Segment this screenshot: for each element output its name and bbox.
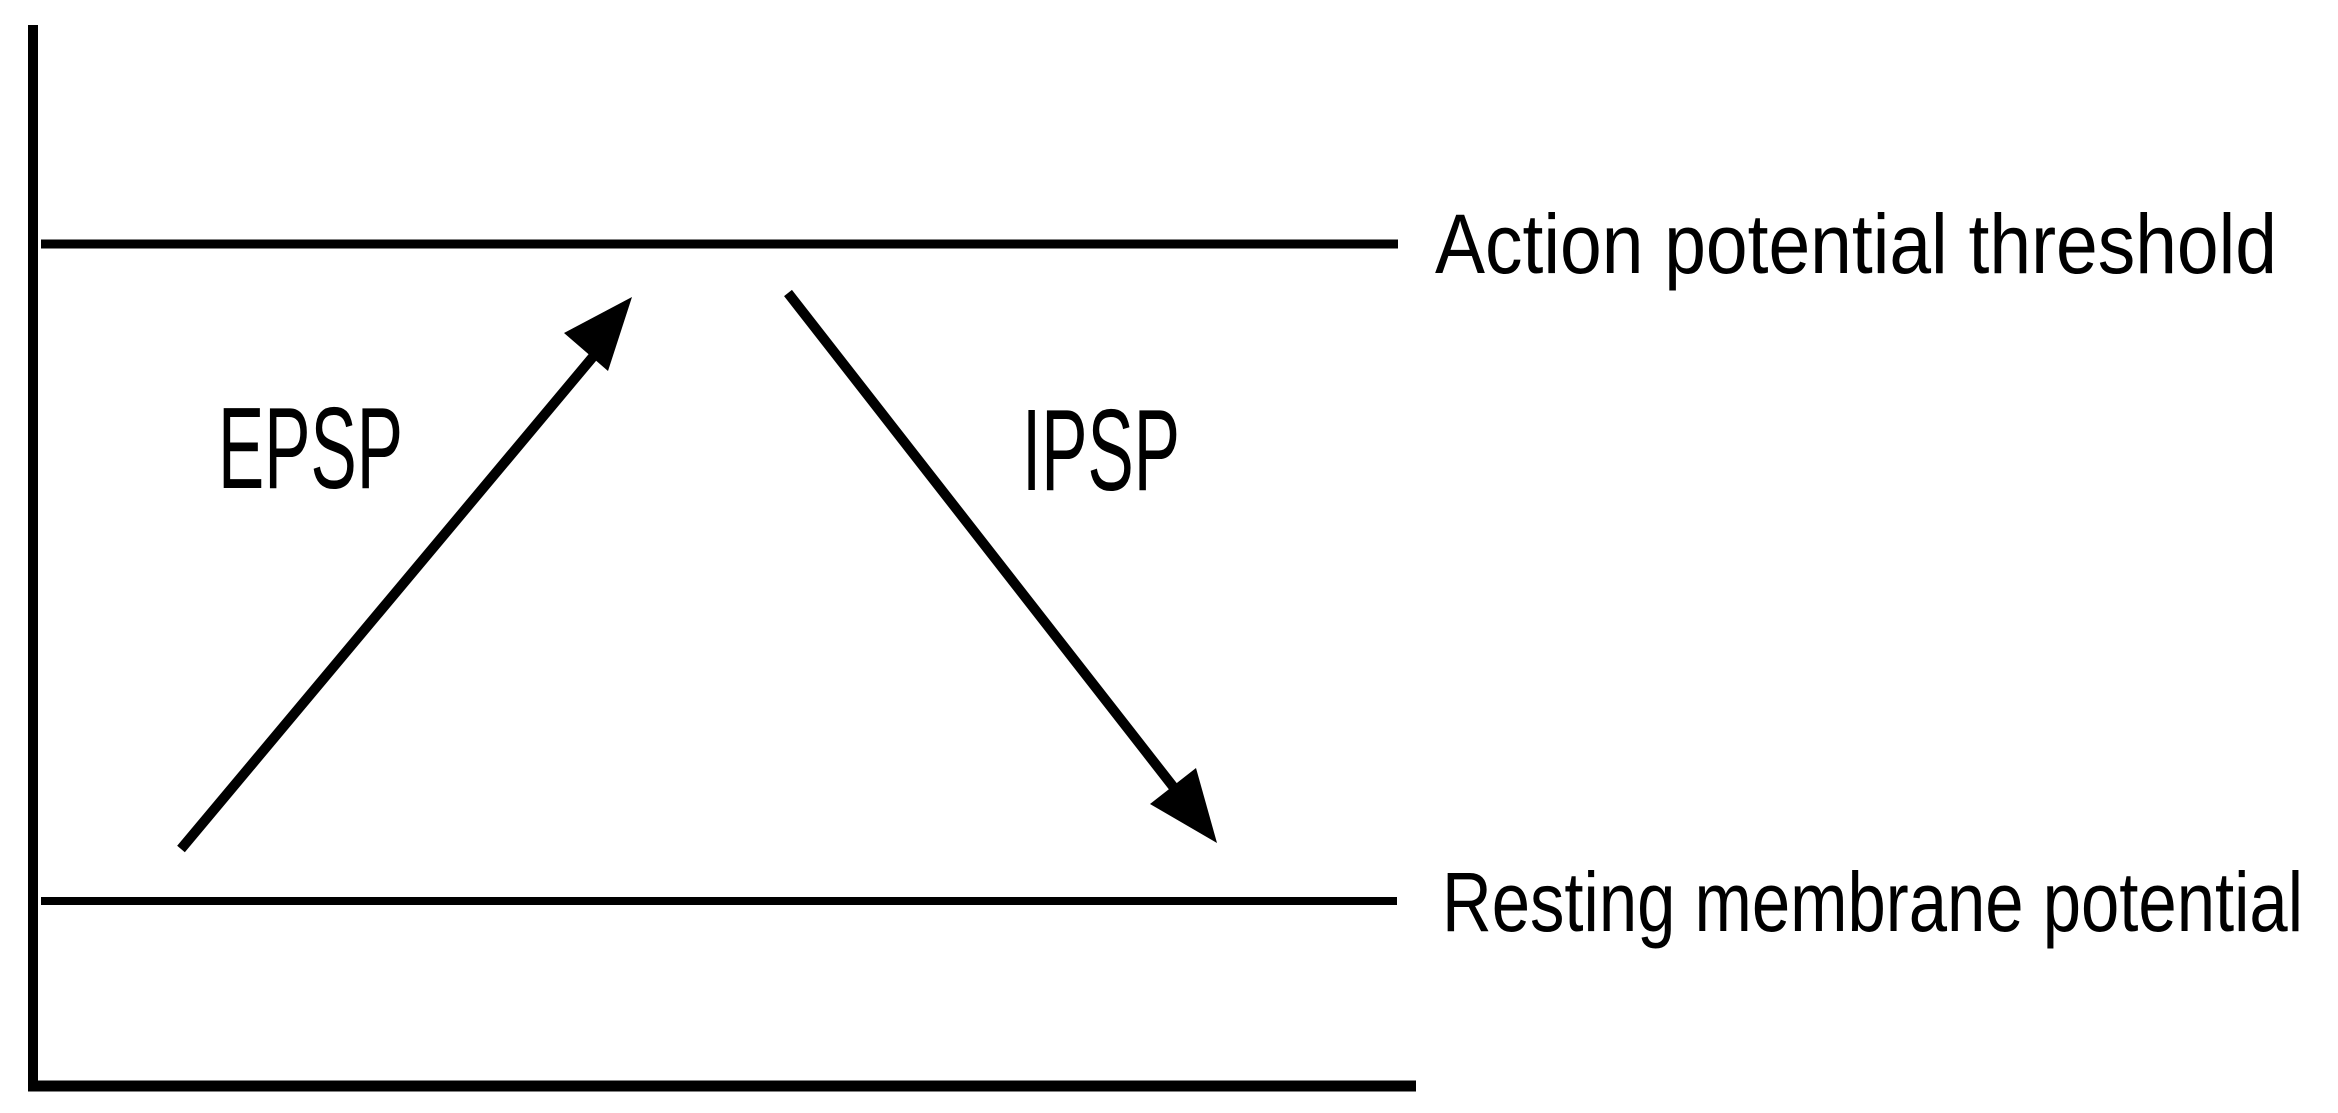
- ipsp-arrowhead: [1150, 768, 1217, 843]
- ipsp-arrow: [784, 289, 1217, 843]
- threshold-label: Action potential threshold: [1435, 197, 2277, 291]
- epsp-arrow-shaft: [177, 336, 611, 853]
- ipsp-arrow-shaft: [784, 289, 1186, 802]
- ipsp-label: IPSP: [1022, 385, 1180, 515]
- epsp-label: EPSP: [218, 383, 403, 513]
- epsp-arrow: [177, 297, 632, 853]
- epsp-arrowhead: [564, 297, 632, 371]
- resting-label: Resting membrane potential: [1442, 855, 2303, 949]
